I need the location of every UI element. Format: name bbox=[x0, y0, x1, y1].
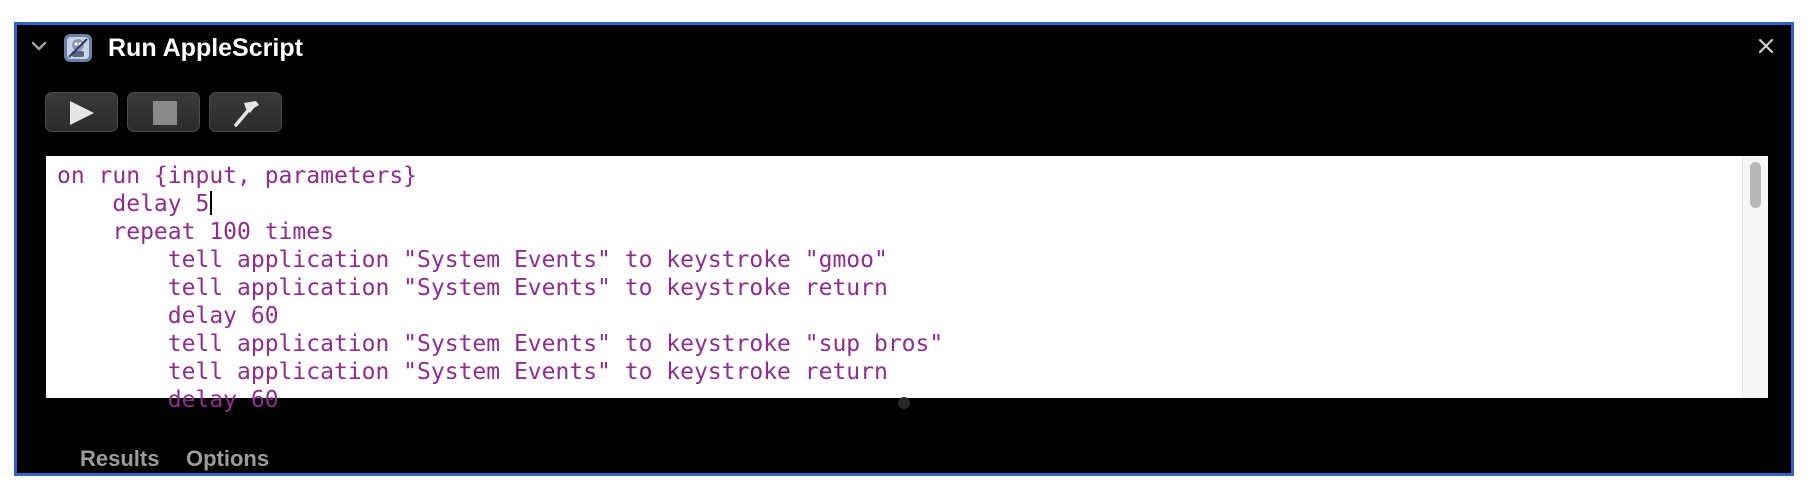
stop-button[interactable] bbox=[127, 92, 200, 132]
code-line: delay 60 bbox=[57, 387, 279, 413]
action-title: Run AppleScript bbox=[108, 34, 303, 62]
script-editor[interactable]: on run {input, parameters} delay 5 repea… bbox=[46, 156, 1768, 413]
compile-button[interactable] bbox=[209, 92, 282, 132]
tab-options[interactable]: Options bbox=[186, 446, 270, 471]
hammer-icon bbox=[234, 101, 259, 127]
action-header: Run AppleScript bbox=[17, 25, 1791, 71]
automator-robot-icon bbox=[63, 33, 93, 63]
code-line: on run {input, parameters} bbox=[57, 163, 418, 189]
resize-handle[interactable] bbox=[898, 397, 910, 409]
code-line: repeat 100 times bbox=[57, 219, 334, 245]
stop-icon bbox=[153, 101, 177, 125]
scrollbar-thumb[interactable] bbox=[1750, 162, 1761, 208]
code-line: delay 5 bbox=[57, 191, 210, 217]
run-applescript-action-panel: Run AppleScript on run {input, p bbox=[14, 22, 1794, 476]
text-cursor bbox=[210, 191, 213, 215]
close-icon[interactable] bbox=[1753, 33, 1779, 59]
editor-scrollbar[interactable] bbox=[1742, 156, 1768, 398]
run-button[interactable] bbox=[45, 92, 118, 132]
tab-results[interactable]: Results bbox=[80, 446, 160, 471]
script-code[interactable]: on run {input, parameters} delay 5 repea… bbox=[57, 162, 943, 414]
code-line: tell application "System Events" to keys… bbox=[57, 247, 888, 273]
code-line: tell application "System Events" to keys… bbox=[57, 331, 944, 357]
play-icon bbox=[70, 101, 94, 125]
code-line: tell application "System Events" to keys… bbox=[57, 359, 888, 385]
code-line: delay 60 bbox=[57, 303, 279, 329]
chevron-down-icon[interactable] bbox=[29, 35, 49, 57]
code-line: tell application "System Events" to keys… bbox=[57, 275, 888, 301]
